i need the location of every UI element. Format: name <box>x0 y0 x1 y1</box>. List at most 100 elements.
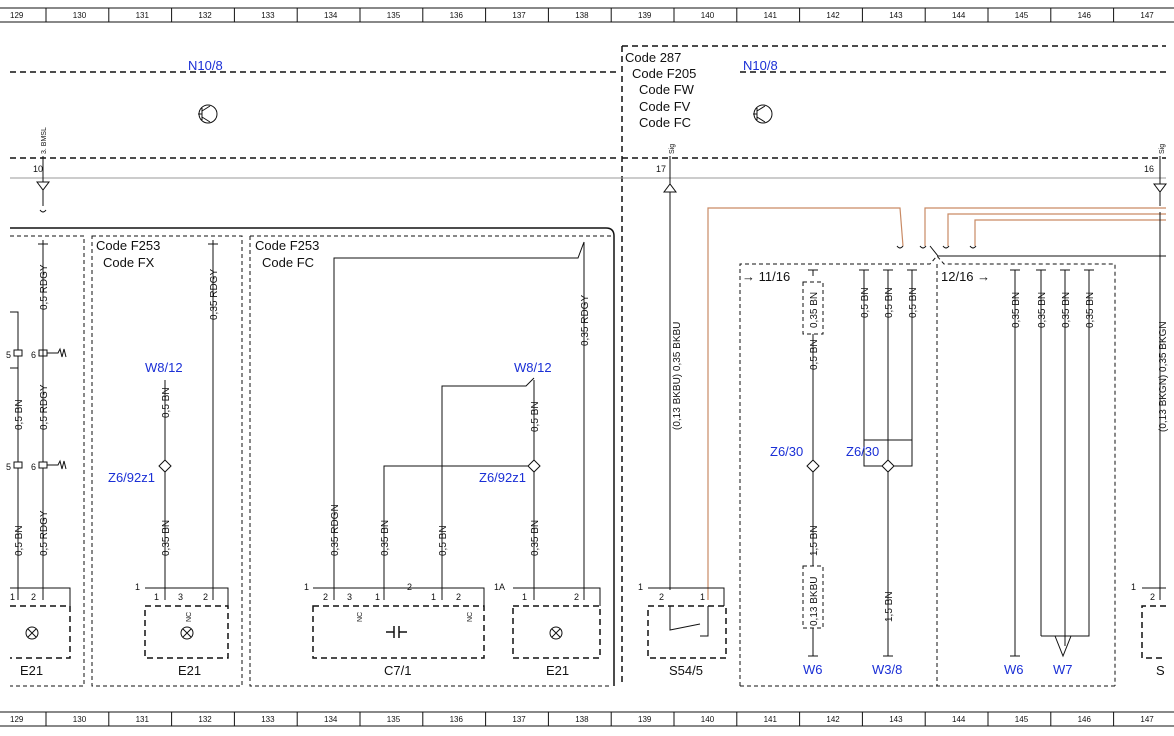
switch-icon <box>669 606 709 637</box>
ruler-number: 146 <box>1078 715 1092 724</box>
wire-bkbu: (0,13 BKBU) 0,35 BKBU <box>672 322 683 430</box>
svg-text:2: 2 <box>31 592 36 602</box>
ruler-number: 140 <box>701 715 715 724</box>
brown-wire <box>707 207 904 600</box>
wire-05-bn-143c: 0,5 BN <box>908 287 919 318</box>
ruler-number: 136 <box>450 11 464 20</box>
ground-bus <box>10 227 615 686</box>
capacitor-icon <box>386 626 407 638</box>
ruler-number: 134 <box>324 715 338 724</box>
w8-12-a-label: W8/12 <box>145 360 183 375</box>
svg-text:2: 2 <box>407 582 412 592</box>
z6-30-a-label: Z6/30 <box>770 444 803 459</box>
e21-a-label: E21 <box>20 663 43 678</box>
svg-text:1: 1 <box>700 592 705 602</box>
w6-a-label: W6 <box>803 662 823 677</box>
code-f253-a-label: Code F253 <box>96 238 160 253</box>
wire-05-rdgy-top: 0,5 RDGY <box>39 264 50 310</box>
ruler-number: 135 <box>387 715 401 724</box>
ref-12-16: 12/16 → <box>941 269 990 284</box>
w7-label: W7 <box>1053 662 1073 677</box>
svg-text:1: 1 <box>135 582 140 592</box>
wire-035-rdgn: 0,35 RDGN <box>330 504 341 556</box>
ruler-number: 133 <box>261 11 275 20</box>
code-fx-label: Code FX <box>103 255 155 270</box>
svg-text:NC: NC <box>467 612 474 622</box>
code-fc-b-label: Code FC <box>262 255 314 270</box>
svg-text:1: 1 <box>431 592 436 602</box>
code-287-outline <box>621 45 1166 686</box>
wire-05-bn-fx: 0,5 BN <box>161 387 172 418</box>
ruler-number: 140 <box>701 11 715 20</box>
svg-text:5: 5 <box>6 462 11 472</box>
ruler-number: 145 <box>1015 715 1029 724</box>
code-f253-b-label: Code F253 <box>255 238 319 253</box>
ruler-number: 131 <box>136 11 150 20</box>
ruler-number: 137 <box>512 715 526 724</box>
w8-12-b-label: W8/12 <box>514 360 552 375</box>
svg-text:6: 6 <box>31 462 36 472</box>
svg-text:NC: NC <box>186 612 193 622</box>
svg-text:2: 2 <box>203 592 208 602</box>
ruler-number: 144 <box>952 11 966 20</box>
svg-text:1: 1 <box>1131 582 1136 592</box>
s54-5-label: S54/5 <box>669 663 703 678</box>
ruler-number: 145 <box>1015 11 1029 20</box>
ruler-number: 143 <box>889 11 903 20</box>
w6-b-label: W6 <box>1004 662 1024 677</box>
lamp-icon <box>549 626 563 640</box>
svg-text:2: 2 <box>456 592 461 602</box>
ruler-number: 132 <box>198 11 212 20</box>
ruler-number: 132 <box>198 715 212 724</box>
wire-15-bn-141: 1,5 BN <box>809 525 820 556</box>
splice-icon <box>527 459 541 473</box>
wire-035-bn-box: 0,35 BN <box>809 292 820 328</box>
wire-05-bn-143a: 0,5 BN <box>860 287 871 318</box>
svg-text:1: 1 <box>522 592 527 602</box>
c7-1-label: C7/1 <box>384 663 411 678</box>
ruler-number: 134 <box>324 11 338 20</box>
n10-8-left-label: N10/8 <box>188 58 223 73</box>
wire-035-bn-fc: 0,35 BN <box>530 520 541 556</box>
e21-b-label: E21 <box>178 663 201 678</box>
svg-text:1: 1 <box>154 592 159 602</box>
code-287-label: Code 287 <box>625 50 681 65</box>
ruler-number: 144 <box>952 715 966 724</box>
lamp-icon <box>25 626 39 640</box>
n10-8-right-label: N10/8 <box>743 58 778 73</box>
s-cut-label: S <box>1156 663 1165 678</box>
z6-92z1-a-label: Z6/92z1 <box>108 470 155 485</box>
ruler-number: 135 <box>387 11 401 20</box>
ruler-number: 130 <box>73 11 87 20</box>
pin-16-signal: Sig <box>1159 144 1166 154</box>
svg-text:5: 5 <box>6 350 11 360</box>
ref-11-16: → 11/16 <box>742 269 790 284</box>
ruler-number: 133 <box>261 715 275 724</box>
wire-035-bn-145b: 0,35 BN <box>1037 292 1048 328</box>
ruler-number: 130 <box>73 715 87 724</box>
z6-92z1-b-label: Z6/92z1 <box>479 470 526 485</box>
wire-05-rdgy-l2: 0,5 RDGY <box>39 384 50 430</box>
wire-05-rdgy-l4: 0,5 RDGY <box>39 510 50 556</box>
svg-text:1: 1 <box>638 582 643 592</box>
ruler-number: 139 <box>638 715 652 724</box>
svg-text:2: 2 <box>1150 592 1155 602</box>
wire-035-rdgy-fx: 0,35 RDGY <box>209 269 220 320</box>
n10-8-right-outline <box>622 71 1166 159</box>
code-f205-label: Code F205 <box>632 66 696 81</box>
ruler-number: 137 <box>512 11 526 20</box>
ruler-number: 138 <box>575 715 589 724</box>
pin-10-label: 10 <box>33 164 43 174</box>
splice-icon <box>881 459 895 473</box>
wire-035-bn-fx: 0,35 BN <box>161 520 172 556</box>
svg-text:NC: NC <box>357 612 364 622</box>
wire-05-bn-143b: 0,5 BN <box>884 287 895 318</box>
ruler-number: 141 <box>764 715 778 724</box>
svg-text:1: 1 <box>375 592 380 602</box>
pin-17-signal: Sig <box>669 144 676 154</box>
transistor-icon <box>753 104 773 124</box>
wire-bkgn: (0,13 BKGN) 0,35 BKGN <box>1158 321 1169 432</box>
ruler-number: 146 <box>1078 11 1092 20</box>
ruler-number: 129 <box>10 11 24 20</box>
